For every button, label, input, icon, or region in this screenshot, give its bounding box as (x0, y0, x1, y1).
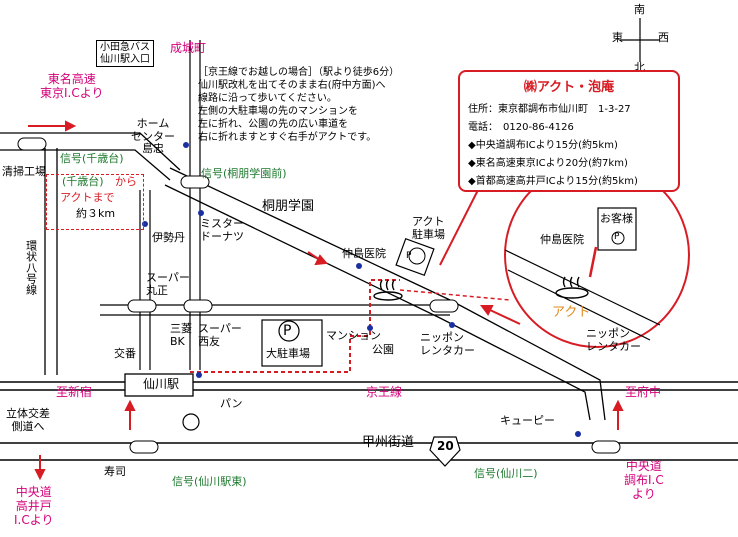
signal-sengokudai: 信号(千歳台) (60, 152, 124, 165)
toho-gakuen-label: 桐朋学園 (262, 199, 315, 214)
route-20-sign (429, 436, 461, 467)
home-center-label: ホーム センター 島忠 (131, 117, 175, 156)
inset-map (504, 162, 690, 348)
inset-parking-mark: P (614, 232, 620, 242)
to-shinjuku-label: 至新宿 (56, 385, 93, 399)
diagonal-road (164, 167, 606, 421)
walk-note-line-3: 左側の大駐車場の先のマンションを (198, 106, 358, 117)
to-fuchu-label: 至府中 (625, 385, 662, 399)
compass-west: 西 (658, 31, 669, 44)
traffic-signals (17, 137, 621, 454)
sengawa-station-label: 仙川駅 (143, 377, 180, 391)
act-parking-label: アクト 駐車場 (412, 215, 445, 241)
info-title: ㈱アクト・泡庵 (523, 80, 615, 95)
info-phone: 電話： 0120-86-4126 (468, 122, 574, 133)
mitsubishi-label: 三菱 BK (170, 322, 192, 348)
onsen-icon (373, 279, 403, 301)
distance-from-sengokudai: (千歳台) (62, 175, 104, 188)
sushi-label: 寿司 (104, 465, 126, 478)
signal-toho: 信号(桐朋学園前) (201, 167, 287, 180)
inset-nippon-label: ニッポン レンタカー (586, 327, 641, 353)
big-parking-mark (278, 320, 300, 342)
railway-crossing (182, 413, 200, 431)
seijo-label: 成城町 (170, 41, 207, 55)
compass-south: 南 (634, 3, 645, 16)
info-route-1: ◆中央道調布ICより15分(約5km) (468, 140, 618, 151)
walk-note-line-1: 仙川駅改札を出てそのまま右(府中方面)へ (198, 80, 386, 91)
signal-sengawa-2: 信号(仙川二) (474, 467, 538, 480)
middle-road (100, 304, 450, 316)
walk-note-line-5: 右に折れますとすぐ右手がアクトです。 (198, 132, 377, 143)
info-route-2: ◆東名高速東京ICより20分(約7km) (468, 158, 628, 169)
keio-railway (0, 373, 738, 397)
distance-value: 約３km (76, 207, 116, 220)
walking-route (190, 279, 400, 373)
tomei-label: 東名高速 東京I.Cより (40, 72, 104, 100)
act-parking-mark: P (406, 251, 412, 261)
nippon-rent-label: ニッポン レンタカー (420, 331, 475, 357)
distance-box (46, 174, 144, 230)
nakajima-label: 仲島医院 (342, 247, 386, 260)
inset-act-label: アクト (552, 305, 591, 320)
chuo-takaido-label: 中央道 高井戸 I.Cより (14, 485, 54, 527)
inset-customer-label: お客様 (600, 212, 633, 225)
compass-icon (620, 18, 660, 62)
info-box: ㈱アクト・泡庵 住所：東京都調布市仙川町 1-3-27 電話： 0120-86-… (458, 70, 680, 192)
direction-arrows (28, 120, 624, 481)
distance-from-particle: から (115, 175, 137, 188)
seiso-label: 清掃工場 (2, 165, 46, 178)
info-route-3: ◆首都高速高井戸ICより15分(約5km) (468, 176, 638, 187)
info-address: 住所：東京都調布市仙川町 1-3-27 (468, 104, 631, 115)
act-parking-block (395, 237, 435, 277)
walk-note-line-2: 線路に沿って歩いてください。 (198, 93, 337, 104)
inset-nakajima-label: 仲島医院 (540, 233, 584, 246)
big-parking-mark-label: P (283, 323, 292, 339)
distance-to-act: アクトまで (60, 191, 115, 204)
inset-connector (399, 289, 511, 301)
keio-line-label: 京王線 (366, 385, 403, 399)
big-parking-label: 大駐車場 (266, 347, 310, 360)
compass-east: 東 (612, 31, 623, 44)
koban-label: 交番 (114, 347, 136, 360)
isetan-label: 伊勢丹 (152, 231, 185, 244)
compass-north: 北 (634, 61, 645, 74)
upper-left-road (0, 132, 181, 181)
koshu-kaido-label: 甲州街道 (362, 435, 415, 450)
kanjo8-label: 環状八号線 (24, 240, 38, 295)
kanjo8-road (44, 148, 58, 375)
mansion-label: マンション (326, 329, 381, 342)
walk-note-line-4: 左に折れ、公園の先の広い車道を (198, 119, 349, 130)
bus-stop-label: 小田急バス 仙川駅入口 (96, 40, 154, 67)
info-connector (439, 189, 479, 266)
walk-note-title: ［京王線でお越しの場合］（駅より徒歩6分） (198, 67, 400, 78)
signal-sengawa-east: 信号(仙川駅東) (172, 475, 247, 488)
chuo-chofu-label: 中央道 調布I.C より (624, 459, 664, 501)
mister-donut-label: ミスター ドーナツ (200, 217, 244, 243)
queue-b-label: キューピー (500, 414, 555, 427)
pan-label: パン (220, 397, 243, 410)
route-20-label: 20 (437, 439, 454, 453)
rittai-label: 立体交差 側道へ (6, 407, 50, 433)
super-seiyu-label: スーパー 西友 (198, 322, 242, 348)
super-marusho-label: スーパー 丸正 (146, 271, 190, 297)
park-label: 公園 (372, 343, 394, 356)
walk-note: ［京王線でお越しの場合］（駅より徒歩6分） 仙川駅改札を出てそのまま右(府中方面… (198, 66, 443, 144)
side-streets (139, 40, 201, 370)
